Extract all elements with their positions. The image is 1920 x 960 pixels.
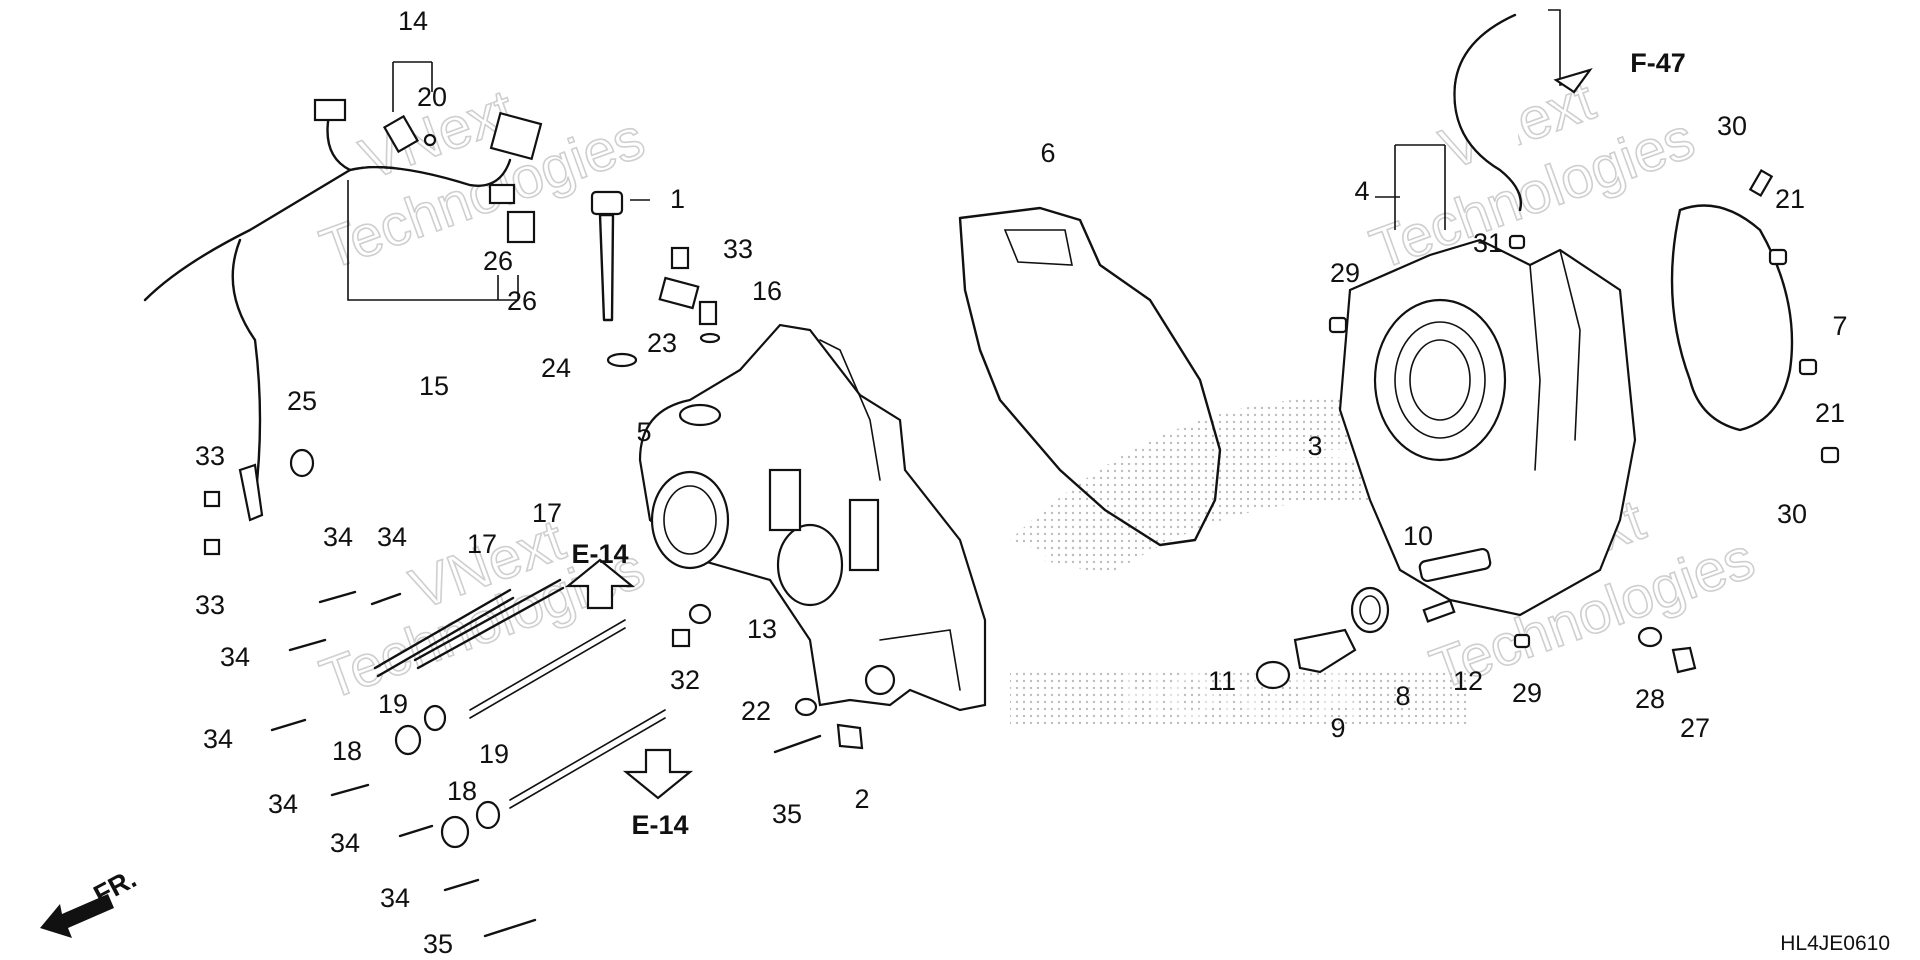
right-small-hardware xyxy=(1328,168,1840,674)
callout-20: 20 xyxy=(417,82,447,112)
callout-18b: 18 xyxy=(447,776,477,806)
callout-33c: 33 xyxy=(195,590,225,620)
callout-4: 4 xyxy=(1354,176,1369,206)
ref-e14-lower: E-14 xyxy=(631,810,688,840)
reference-arrows xyxy=(564,9,1593,800)
callout-29b: 29 xyxy=(1512,678,1542,708)
speed-sensor xyxy=(658,246,721,344)
ref-e14-upper: E-14 xyxy=(571,539,628,569)
callout-33b: 33 xyxy=(195,441,225,471)
case-small-parts xyxy=(671,603,864,750)
callout-32: 32 xyxy=(670,665,700,695)
callout-34b: 34 xyxy=(377,522,407,552)
callout-8: 8 xyxy=(1395,681,1410,711)
callout-16: 16 xyxy=(752,276,782,306)
callout-19a: 19 xyxy=(378,689,408,719)
callout-30a: 30 xyxy=(1717,111,1747,141)
callout-30b: 30 xyxy=(1777,499,1807,529)
callout-28: 28 xyxy=(1635,684,1665,714)
left-case-cover xyxy=(638,323,987,712)
long-bolts xyxy=(373,578,666,809)
washers-and-nuts xyxy=(289,448,501,849)
callout-13: 13 xyxy=(747,614,777,644)
dipstick xyxy=(590,190,638,368)
callout-6: 6 xyxy=(1040,138,1055,168)
callout-5: 5 xyxy=(636,417,651,447)
callout-14: 14 xyxy=(398,6,428,36)
diagram-code: HL4JE0610 xyxy=(1780,932,1890,955)
cover-gasket xyxy=(1670,204,1794,432)
callout-17b: 17 xyxy=(532,498,562,528)
callout-25: 25 xyxy=(287,386,317,416)
reference-labels: E-14 E-14 F-47 FR. xyxy=(89,48,1686,910)
callout-34c: 34 xyxy=(220,642,250,672)
breather-hose xyxy=(1453,13,1522,212)
front-direction-arrow xyxy=(40,894,114,938)
callout-23: 23 xyxy=(647,328,677,358)
gasket xyxy=(958,206,1222,547)
leader-lines xyxy=(347,61,1446,301)
callout-10: 10 xyxy=(1403,521,1433,551)
callout-1: 1 xyxy=(670,184,685,214)
callout-11: 11 xyxy=(1208,666,1236,696)
callout-18a: 18 xyxy=(332,736,362,766)
ref-f47: F-47 xyxy=(1630,48,1686,78)
callout-21a: 21 xyxy=(1775,184,1805,214)
callout-34g: 34 xyxy=(380,883,410,913)
callout-35a: 35 xyxy=(423,929,453,959)
callout-34d: 34 xyxy=(203,724,233,754)
callout-numbers: 14 20 1 26 26 15 33 16 23 24 5 25 33 33 … xyxy=(195,6,1848,959)
callout-19b: 19 xyxy=(479,739,509,769)
honda-logo-watermark: HONDA xyxy=(1010,397,1470,732)
callout-33a: 33 xyxy=(723,234,753,264)
callout-34e: 34 xyxy=(268,789,298,819)
callout-15: 15 xyxy=(419,371,449,401)
callout-31: 31 xyxy=(1473,228,1503,258)
right-case-cover xyxy=(1338,238,1637,617)
callout-29a: 29 xyxy=(1330,258,1360,288)
callout-12: 12 xyxy=(1453,666,1483,696)
callout-34a: 34 xyxy=(323,522,353,552)
short-bolts xyxy=(203,490,822,938)
callout-26a: 26 xyxy=(483,246,513,276)
callout-24: 24 xyxy=(541,353,571,383)
callout-26b: 26 xyxy=(507,286,537,316)
callout-7: 7 xyxy=(1832,311,1847,341)
callout-21b: 21 xyxy=(1815,398,1845,428)
callout-9: 9 xyxy=(1330,713,1345,743)
callout-22: 22 xyxy=(741,696,771,726)
callout-35b: 35 xyxy=(772,799,802,829)
callout-34f: 34 xyxy=(330,828,360,858)
shift-shaft-parts xyxy=(1255,547,1492,690)
callout-3: 3 xyxy=(1307,431,1322,461)
callout-27: 27 xyxy=(1680,713,1710,743)
callout-2: 2 xyxy=(854,784,869,814)
callout-17a: 17 xyxy=(467,529,497,559)
wire-harness xyxy=(143,98,543,522)
